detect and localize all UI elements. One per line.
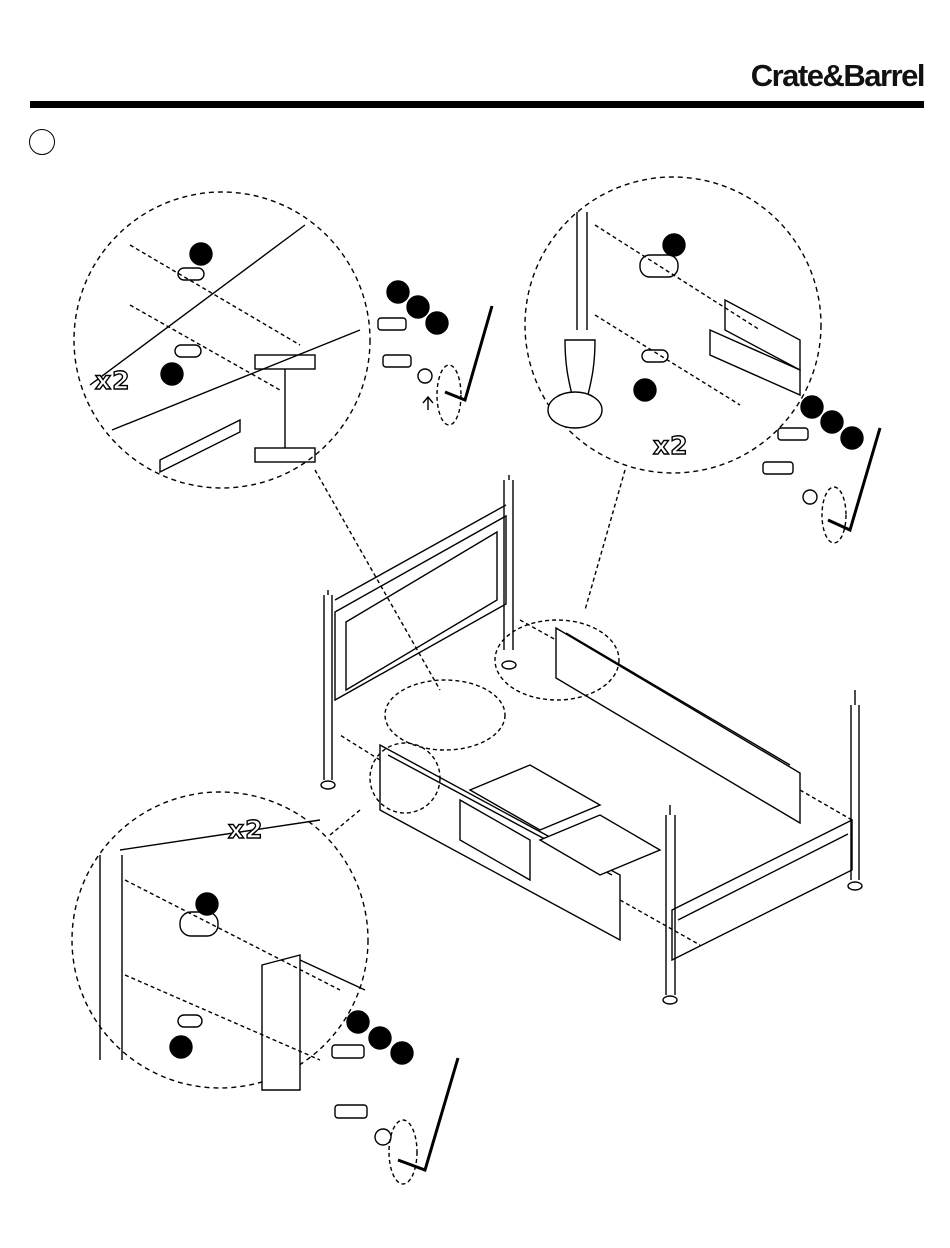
- hardware-group-top-right: [763, 396, 880, 543]
- hardware-group-bottom-left: [332, 1011, 458, 1184]
- detail-circle-top-left: [74, 192, 370, 488]
- hardware-group-top-left: [378, 281, 492, 425]
- qty-label-top-left: x2: [95, 366, 131, 395]
- qty-label-top-right: x2: [653, 431, 689, 460]
- detail-circle-top-right: [525, 177, 821, 473]
- qty-label-bottom-left: x2: [228, 815, 264, 844]
- detail-circle-bottom-left: [72, 792, 368, 1090]
